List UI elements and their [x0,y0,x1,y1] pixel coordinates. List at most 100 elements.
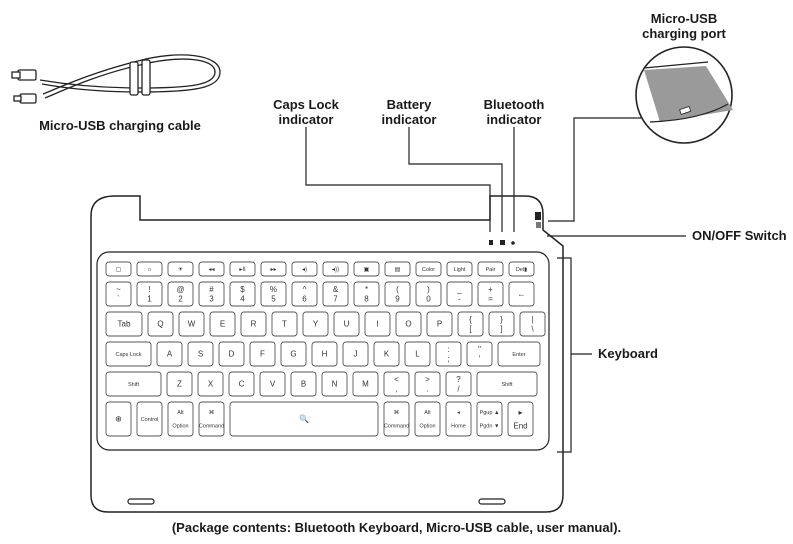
key-2-9[interactable]: O [395,311,422,337]
key-1-12[interactable]: += [477,281,504,307]
key-3-11[interactable]: "' [466,341,493,367]
key-3-12[interactable]: Enter [497,341,541,367]
key-4-7[interactable]: M [352,371,379,397]
key-label: O [405,320,411,329]
key-4-0[interactable]: Shift [105,371,162,397]
key-label: Enter [512,352,525,358]
key-5-5[interactable]: ⌘Command [383,401,410,437]
key-label: ] [500,324,502,333]
key-1-0[interactable]: ~` [105,281,132,307]
key-4-10[interactable]: ?/ [445,371,472,397]
key-1-5[interactable]: %5 [260,281,287,307]
key-4-9[interactable]: >. [414,371,441,397]
key-4-4[interactable]: V [259,371,286,397]
key-2-7[interactable]: U [333,311,360,337]
key-5-3[interactable]: ⌘Command [198,401,225,437]
key-0-7[interactable]: ◂)) [322,261,349,277]
key-label: T [282,320,287,329]
key-label: B [301,380,306,389]
key-2-3[interactable]: E [209,311,236,337]
key-3-1[interactable]: A [156,341,183,367]
key-0-13[interactable]: Del▮ [508,261,535,277]
key-0-1[interactable]: ☼ [136,261,163,277]
key-2-6[interactable]: Y [302,311,329,337]
key-0-2[interactable]: ☀ [167,261,194,277]
key-0-11[interactable]: Light [446,261,473,277]
key-1-4[interactable]: $4 [229,281,256,307]
key-2-13[interactable]: |\ [519,311,546,337]
key-4-5[interactable]: B [290,371,317,397]
key-2-12[interactable]: }] [488,311,515,337]
key-label: S [198,350,203,359]
key-label: L [415,350,420,359]
key-label: J [354,350,358,359]
key-4-1[interactable]: Z [166,371,193,397]
key-2-11[interactable]: {[ [457,311,484,337]
key-label: ▸ [518,408,522,417]
key-1-9[interactable]: (9 [384,281,411,307]
key-3-2[interactable]: S [187,341,214,367]
key-label: V [270,380,276,389]
key-1-7[interactable]: &7 [322,281,349,307]
key-4-8[interactable]: <, [383,371,410,397]
key-4-6[interactable]: N [321,371,348,397]
key-0-8[interactable]: ▣ [353,261,380,277]
key-0-5[interactable]: ▸▸ [260,261,287,277]
key-0-4[interactable]: ▸II [229,261,256,277]
key-2-1[interactable]: Q [147,311,174,337]
key-5-7[interactable]: ◂Home [445,401,472,437]
key-0-3[interactable]: ◂◂ [198,261,225,277]
key-0-12[interactable]: Pair [477,261,504,277]
key-label: $ [240,285,245,294]
key-3-10[interactable]: :; [435,341,462,367]
key-4-2[interactable]: X [197,371,224,397]
key-label: Option [419,424,435,430]
key-1-3[interactable]: #3 [198,281,225,307]
key-3-9[interactable]: L [404,341,431,367]
key-1-8[interactable]: *8 [353,281,380,307]
key-1-6[interactable]: ^6 [291,281,318,307]
key-0-10[interactable]: Color [415,261,442,277]
key-label: ' [479,354,481,363]
key-label: & [333,285,339,294]
key-label: ◂◂ [208,267,214,273]
caps-lock-led-icon [489,240,493,245]
key-2-5[interactable]: T [271,311,298,337]
key-0-9[interactable]: ▤ [384,261,411,277]
key-label: Y [313,320,319,329]
key-4-11[interactable]: Shift [476,371,538,397]
key-1-1[interactable]: !1 [136,281,163,307]
key-3-4[interactable]: F [249,341,276,367]
key-2-0[interactable]: Tab [105,311,143,337]
key-1-10[interactable]: )0 [415,281,442,307]
key-4-3[interactable]: C [228,371,255,397]
key-1-11[interactable]: _- [446,281,473,307]
key-0-0[interactable]: ▢ [105,261,132,277]
key-5-0[interactable]: ⊕ [105,401,132,437]
key-2-8[interactable]: I [364,311,391,337]
key-5-4[interactable]: 🔍 [229,401,379,437]
key-3-3[interactable]: D [218,341,245,367]
key-2-4[interactable]: R [240,311,267,337]
key-3-5[interactable]: G [280,341,307,367]
key-label: ▤ [395,267,401,273]
key-label: ( [396,285,399,294]
key-5-1[interactable]: Control [136,401,163,437]
key-label: = [488,294,493,303]
key-1-2[interactable]: @2 [167,281,194,307]
key-3-7[interactable]: J [342,341,369,367]
key-2-10[interactable]: P [426,311,453,337]
key-2-2[interactable]: W [178,311,205,337]
bluetooth-led-icon [511,241,515,245]
key-1-13[interactable]: ← [508,281,535,307]
key-5-9[interactable]: ▸End [507,401,534,437]
key-label: 0 [426,294,431,303]
key-label: N [332,380,338,389]
key-5-8[interactable]: Pgup ▲Pgdn ▼ [476,401,503,437]
key-3-8[interactable]: K [373,341,400,367]
key-0-6[interactable]: ◂) [291,261,318,277]
key-3-0[interactable]: Caps Lock [105,341,152,367]
key-3-6[interactable]: H [311,341,338,367]
